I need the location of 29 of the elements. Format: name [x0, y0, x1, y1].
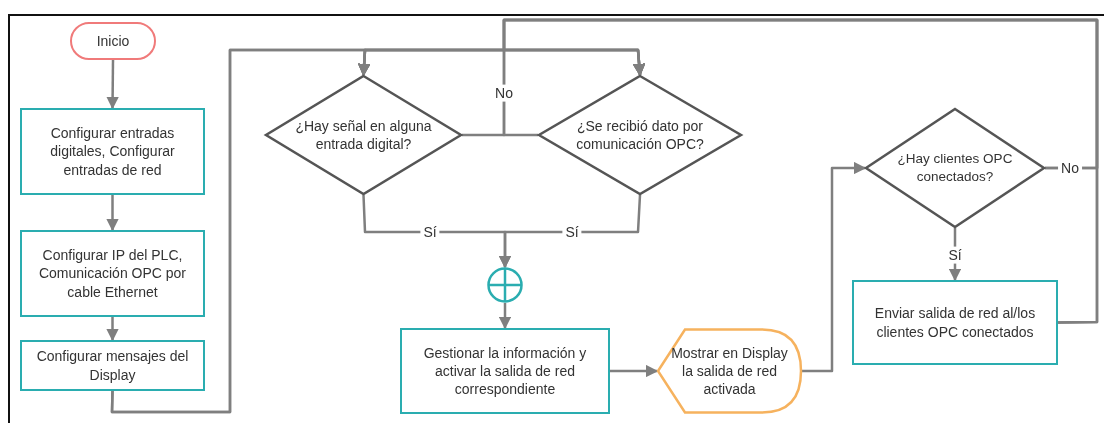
process-box — [20, 108, 205, 195]
node-text: ¿Hay señal en alguna entrada digital? — [294, 116, 433, 154]
connector-arrow — [498, 194, 642, 269]
node-text: Configurar entradas digitales, Configurar entradas de red — [49, 124, 176, 179]
process-box — [20, 340, 205, 391]
connector-arrow — [502, 18, 1099, 324]
connector-arrow — [106, 317, 119, 342]
connector-arrow — [610, 364, 659, 378]
decision-diamond — [265, 75, 462, 195]
process-box — [20, 230, 205, 317]
connector-arrow — [802, 161, 867, 373]
node-text: Configurar mensajes del Display — [35, 347, 190, 384]
node-text: Configurar IP del PLC, Comunicación OPC por cable Ethernet — [37, 246, 188, 301]
connector-arrow — [106, 60, 119, 110]
node-text: Mostrar en Display la salida de red activada — [670, 343, 789, 399]
start-terminal — [70, 22, 156, 60]
node-text: ¿Hay clientes OPC conectados? — [896, 150, 1014, 186]
node-text: ¿Se recibió dato por comunicación OPC? — [575, 116, 705, 154]
display-shape — [657, 328, 802, 414]
decision-diamond — [865, 108, 1045, 228]
node-text: Enviar salida de red al/los clientes OPC conectados — [873, 304, 1037, 341]
process-box — [852, 280, 1058, 365]
process-box — [400, 328, 610, 414]
node-text: Inicio — [95, 31, 131, 51]
connector-arrow — [498, 303, 512, 330]
connector-circle — [487, 267, 523, 303]
connector-arrow — [106, 195, 119, 232]
node-text: Gestionar la información y activar la salida de red correspondiente — [422, 343, 588, 399]
decision-diamond — [538, 75, 742, 195]
